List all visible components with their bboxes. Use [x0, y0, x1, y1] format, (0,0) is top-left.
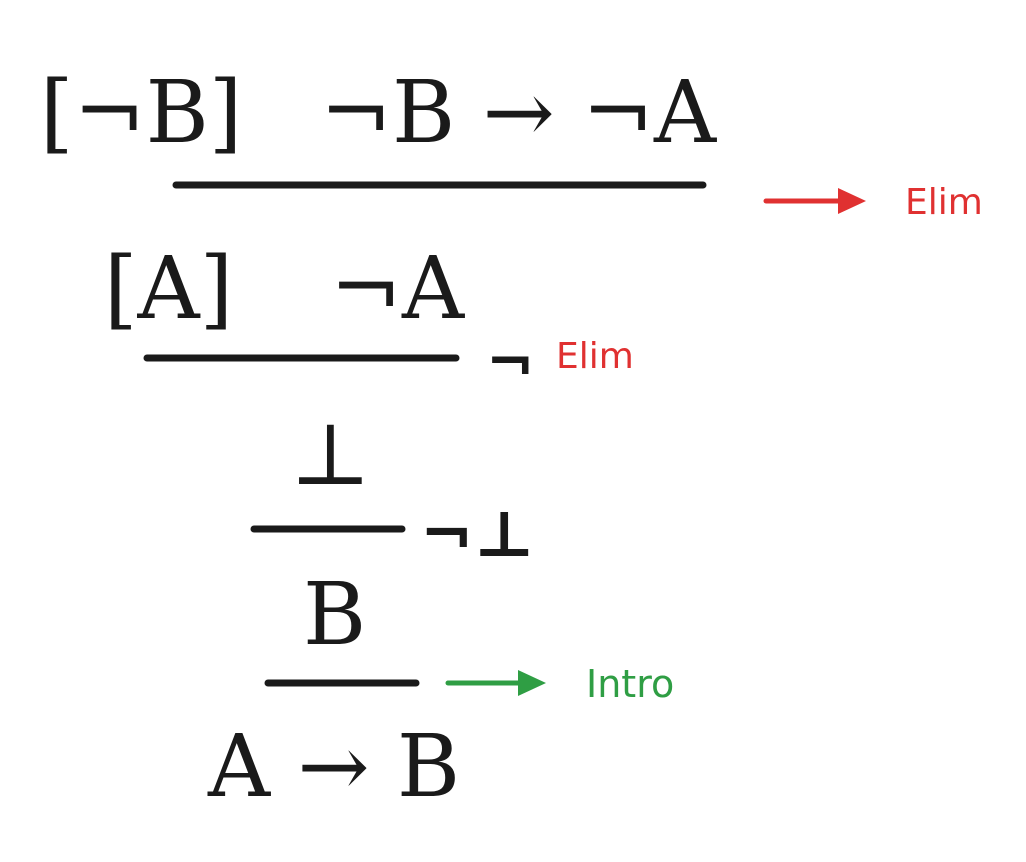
premise-implication: ¬B → ¬A [320, 63, 717, 163]
negation-icon: ¬ [486, 328, 535, 396]
rule-label-elim-1: Elim [905, 182, 983, 223]
formula-b: B [303, 565, 366, 665]
formula-not-a: ¬A [330, 239, 465, 339]
formula-bottom: ⊥ [290, 405, 371, 505]
elim-arrow-icon [763, 188, 866, 214]
conclusion-implication: A → B [207, 717, 460, 817]
rule-label-elim-2: Elim [556, 336, 634, 377]
premise-not-b-bracketed: [¬B] [40, 63, 242, 163]
intro-arrow-icon [445, 670, 546, 696]
assumption-a-bracketed: [A] [104, 239, 233, 339]
rule-label-neg-bottom: ¬⊥ [420, 497, 535, 572]
rule-label-intro: Intro [586, 662, 674, 706]
